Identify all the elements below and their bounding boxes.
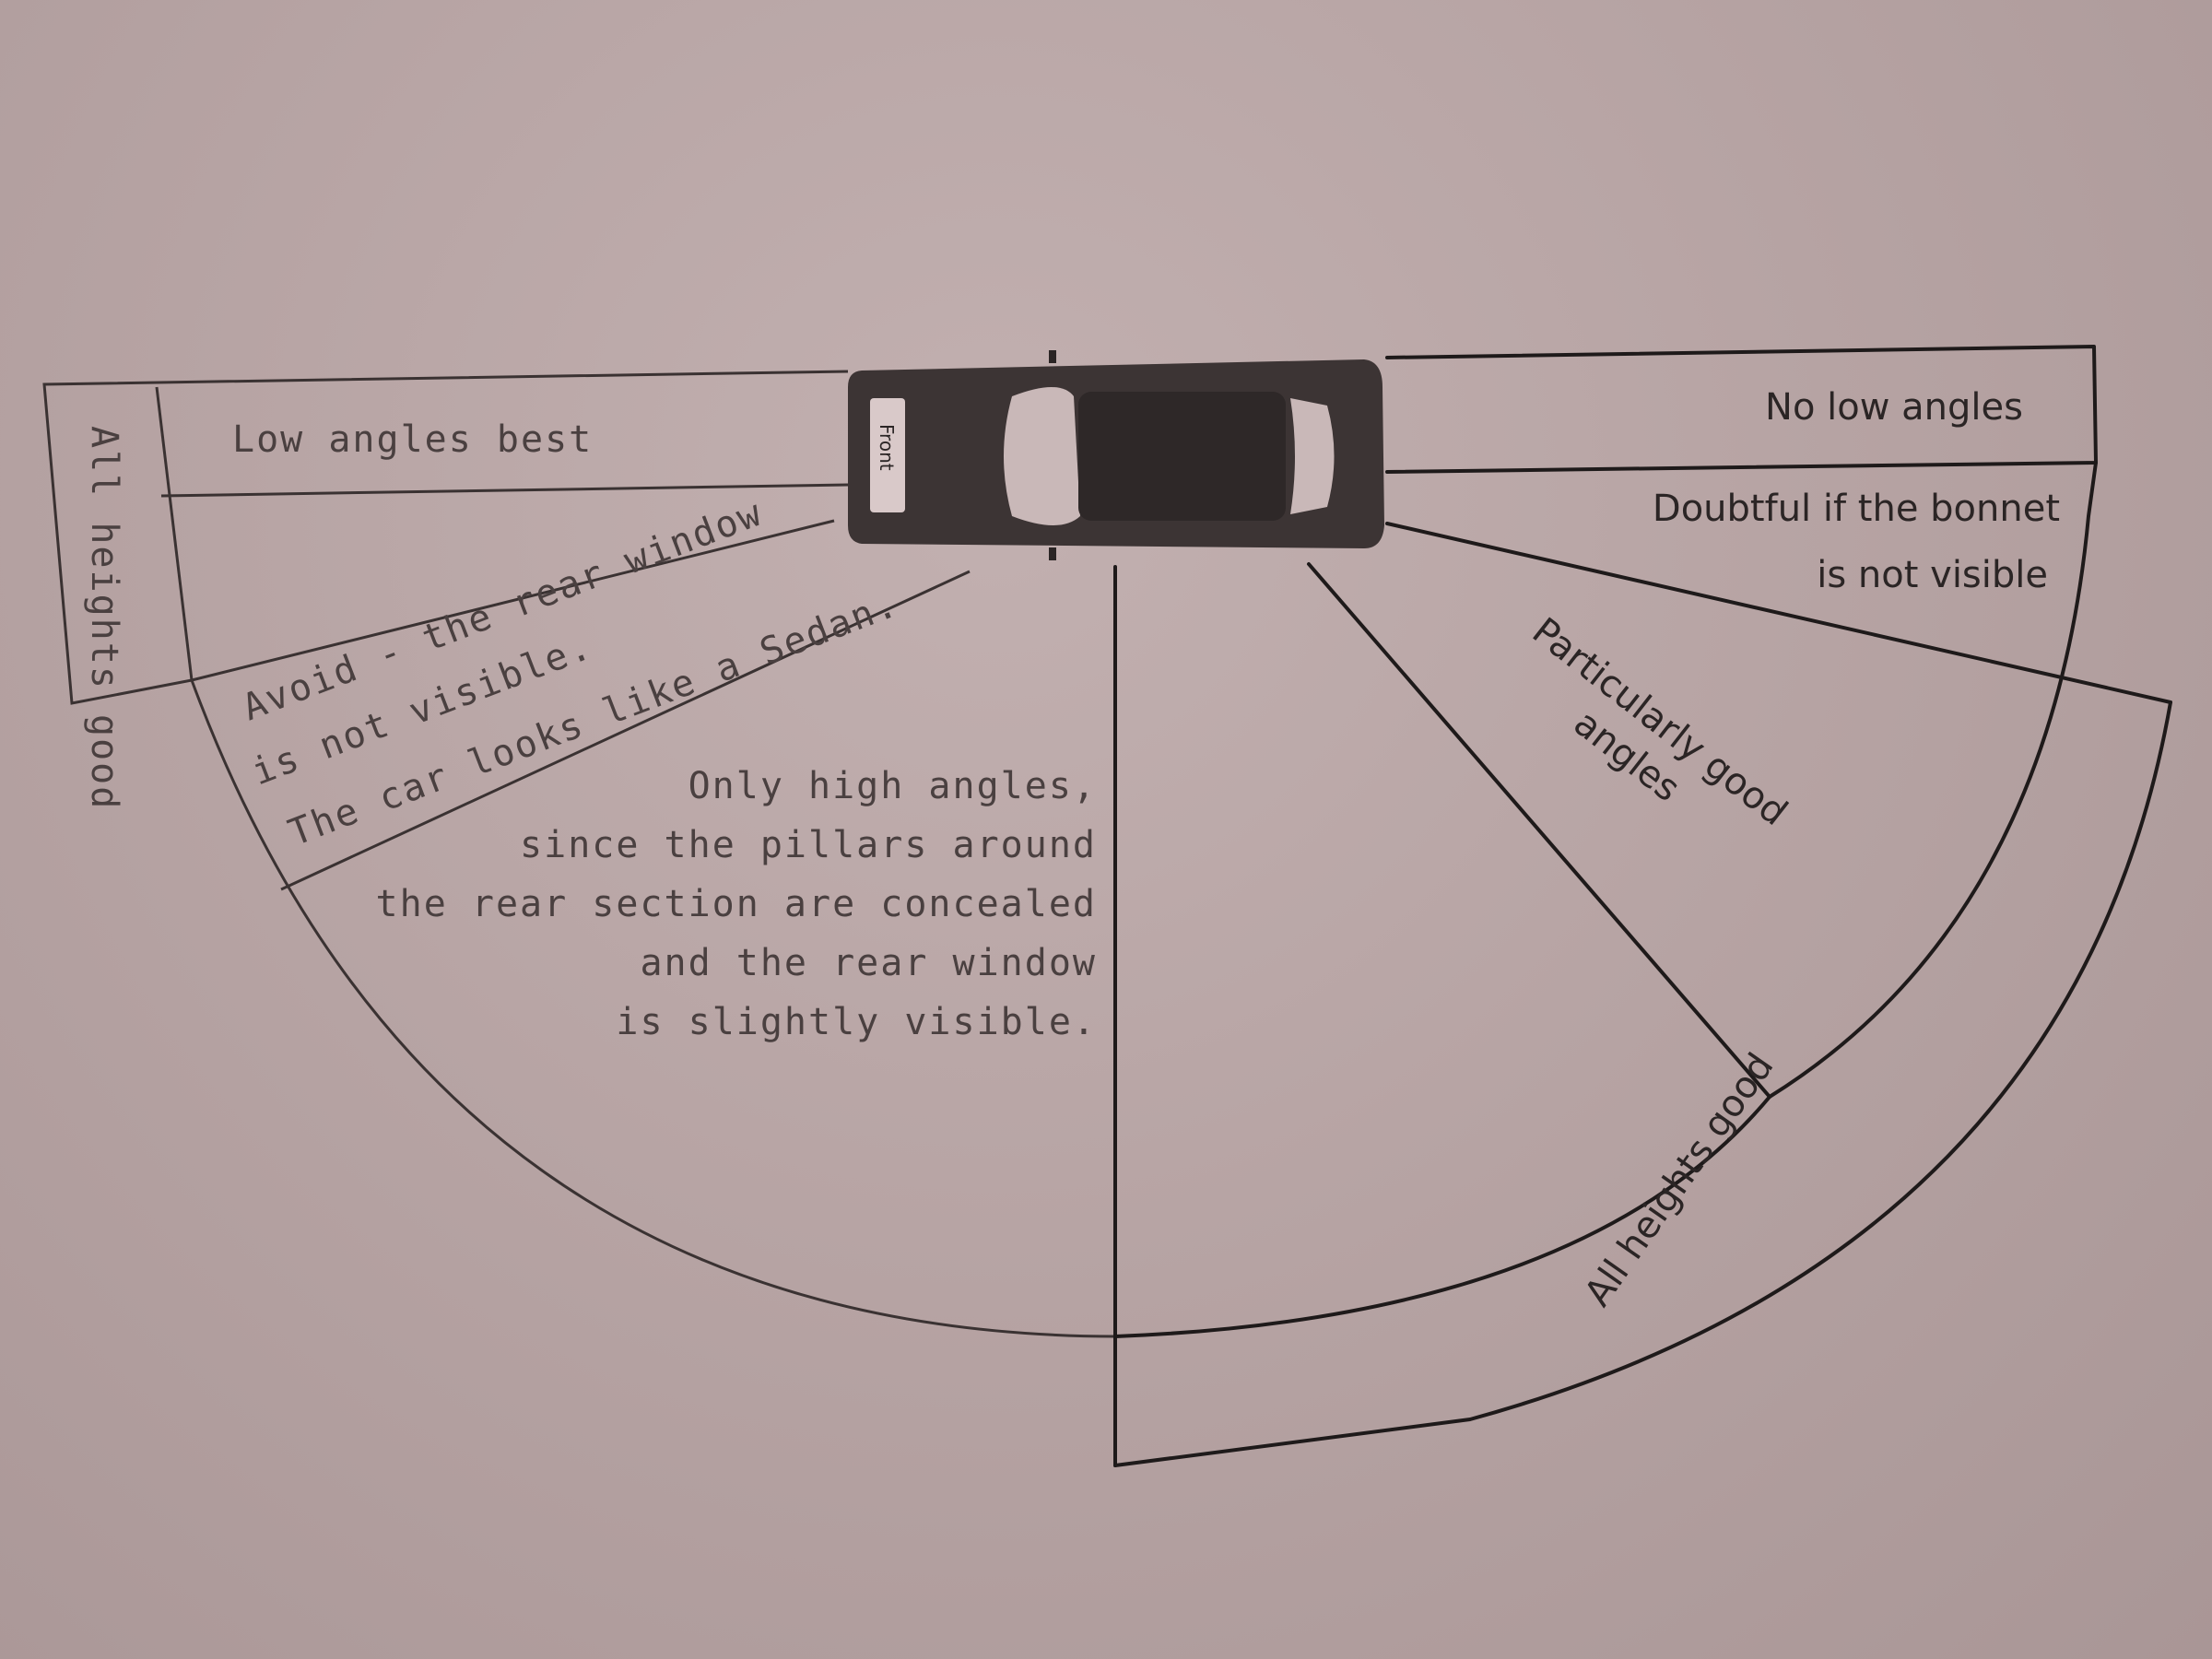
front-no-low-label: No low angles — [1765, 386, 2023, 429]
rear-high-line-1: Only high angles, — [688, 765, 1097, 807]
rear-high-angles-text: Only high angles, since the pillars arou… — [376, 765, 1097, 1043]
car-top-view: Front — [848, 350, 1384, 560]
front-doubtful-line-1: Doubtful if the bonnet — [1653, 488, 2060, 530]
front-zones — [1113, 345, 2172, 1467]
front-all-heights-label: All heights good — [1577, 1046, 1783, 1314]
rear-low-angles-label: Low angles best — [232, 418, 593, 461]
front-outer-boundary — [1768, 461, 2098, 1099]
front-particular-line — [1307, 562, 1771, 1099]
front-no-low-box — [1385, 345, 2098, 474]
rear-outer-box — [42, 370, 849, 705]
car-rear-window — [1290, 398, 1335, 514]
rear-zones — [42, 370, 1117, 1467]
rear-avoid-line-upper — [191, 519, 835, 682]
car-front-label: Front — [876, 424, 898, 471]
front-outer-arc — [1113, 700, 2172, 1467]
rear-high-line-2: since the pillars around — [520, 824, 1097, 866]
car-mirror-bottom — [1049, 547, 1056, 560]
front-doubtful-line — [1385, 522, 2172, 704]
car-mirror-top — [1049, 350, 1056, 363]
car-roof — [1078, 392, 1286, 521]
rear-low-angles-divider — [160, 483, 849, 498]
rear-high-line-5: is slightly visible. — [616, 1001, 1097, 1043]
car-front-label-plate — [870, 398, 905, 512]
rear-avoid-line-lower — [280, 570, 971, 891]
front-inner-arc — [1113, 1095, 1771, 1338]
rear-high-line-4: and the rear window — [640, 942, 1097, 984]
rear-all-heights-label: All heights good — [83, 426, 125, 810]
front-doubtful-line-2: is not visible — [1817, 554, 2048, 596]
car-windscreen — [1004, 387, 1080, 525]
rear-strip-divider — [155, 386, 194, 681]
rear-arc — [190, 679, 1116, 1338]
rear-high-line-3: the rear section are concealed — [376, 883, 1097, 925]
